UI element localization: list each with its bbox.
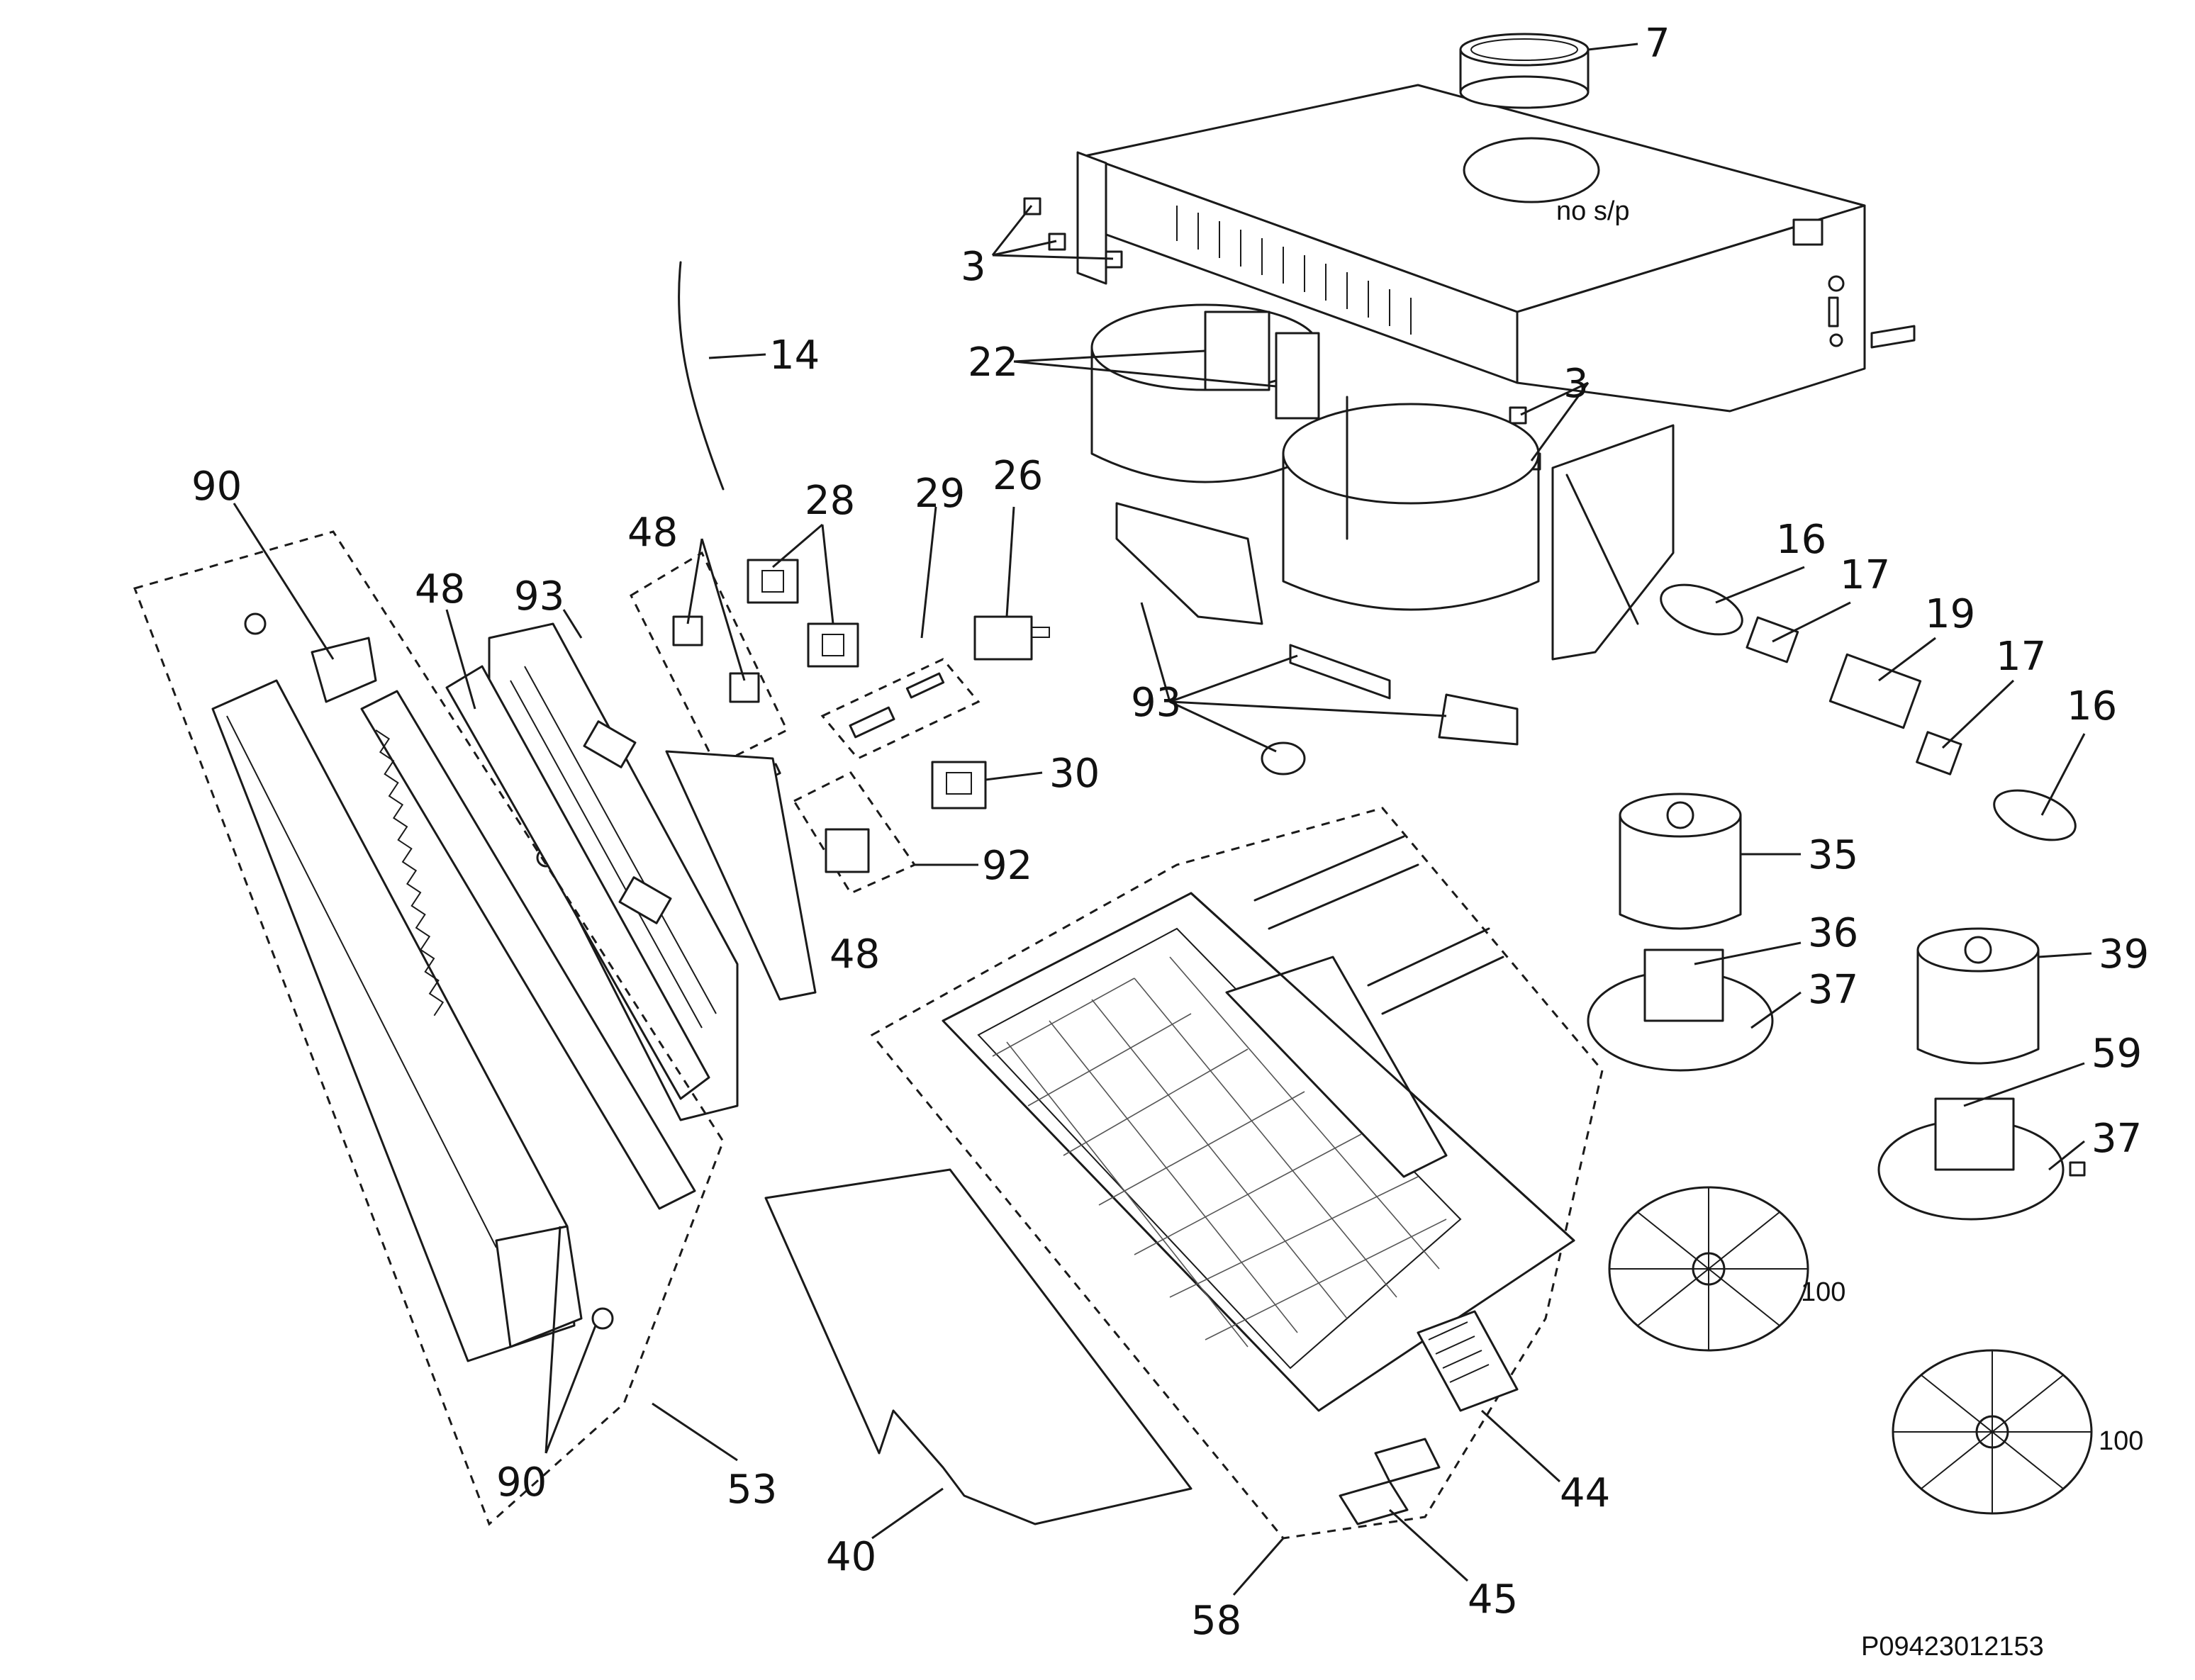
group-53-outline	[133, 530, 725, 1526]
label-100-right: 100	[2099, 1426, 2143, 1456]
label-36: 36	[1808, 910, 1858, 956]
filter-plate	[764, 1168, 1193, 1525]
label-16-top: 16	[1776, 517, 1826, 563]
label-3-top: 3	[961, 244, 986, 290]
diagram-code: P09423012153	[1861, 1632, 2044, 1662]
power-cable	[678, 261, 725, 491]
bracket-set	[1115, 502, 1519, 775]
group-48-parts	[672, 615, 760, 703]
label-17-bottom: 17	[1996, 634, 2046, 680]
switch-30	[931, 761, 987, 810]
hood-body	[1076, 84, 1916, 413]
label-37-right: 37	[2091, 1116, 2142, 1162]
label-30: 30	[1049, 751, 1100, 797]
label-28: 28	[805, 478, 855, 524]
label-22: 22	[968, 340, 1018, 386]
group-92-part	[825, 828, 870, 873]
label-3-right: 3	[1563, 361, 1589, 407]
group-58-outline	[870, 807, 1604, 1540]
motor-group-left	[1587, 793, 1774, 1072]
label-92: 92	[982, 843, 1032, 889]
right-side-panel	[1551, 424, 1675, 661]
label-14: 14	[769, 332, 820, 379]
label-29: 29	[915, 471, 965, 517]
switches	[747, 559, 859, 668]
label-53: 53	[727, 1467, 777, 1513]
clips-45	[1339, 1438, 1441, 1525]
lamp-parts	[1660, 583, 2077, 841]
filter-frame	[942, 892, 1575, 1412]
label-59: 59	[2091, 1031, 2142, 1077]
impeller-left	[1608, 1186, 1809, 1352]
label-58: 58	[1191, 1598, 1241, 1644]
group-29-parts	[849, 672, 945, 739]
motor-group-right	[1877, 927, 2086, 1221]
label-48-mid: 48	[627, 510, 678, 556]
label-93-brackets: 93	[1131, 680, 1181, 726]
label-17-top: 17	[1840, 552, 1890, 598]
label-93-panel: 93	[514, 573, 564, 620]
leader-lines	[233, 43, 2092, 1596]
group-48-outline	[630, 551, 788, 768]
label-44: 44	[1560, 1470, 1610, 1516]
callout-labels: 7 3 3 14 22 90 48 93 48 28 29 26 30 92 4…	[191, 21, 2149, 1662]
filter-mesh	[992, 956, 1447, 1348]
round-collar	[1459, 33, 1590, 109]
label-35: 35	[1808, 832, 1858, 878]
fan-housings	[1090, 303, 1540, 611]
label-48-bottom: 48	[830, 931, 880, 978]
label-19: 19	[1925, 591, 1975, 637]
label-39: 39	[2099, 931, 2149, 978]
label-7: 7	[1645, 21, 1670, 67]
label-90-bottom: 90	[496, 1460, 547, 1506]
label-16-bottom: 16	[2067, 683, 2117, 729]
label-45: 45	[1468, 1577, 1518, 1623]
zigzag-strip	[360, 690, 696, 1210]
label-26: 26	[993, 453, 1043, 499]
label-100-left: 100	[1801, 1277, 1845, 1307]
hinges	[244, 612, 614, 1348]
grille	[1417, 1310, 1519, 1412]
label-40: 40	[826, 1534, 876, 1580]
impeller-right	[1892, 1349, 2093, 1515]
strip-48-left	[445, 665, 710, 1100]
micro-switch	[973, 615, 1050, 661]
filter-rods	[1253, 835, 1504, 1015]
label-48-left: 48	[415, 566, 465, 612]
label-37-left: 37	[1808, 967, 1858, 1013]
control-panel-strip	[488, 622, 817, 1121]
group-29-outline	[820, 658, 981, 760]
label-90-top: 90	[191, 464, 242, 510]
note-no-sp: no s/p	[1556, 196, 1630, 226]
